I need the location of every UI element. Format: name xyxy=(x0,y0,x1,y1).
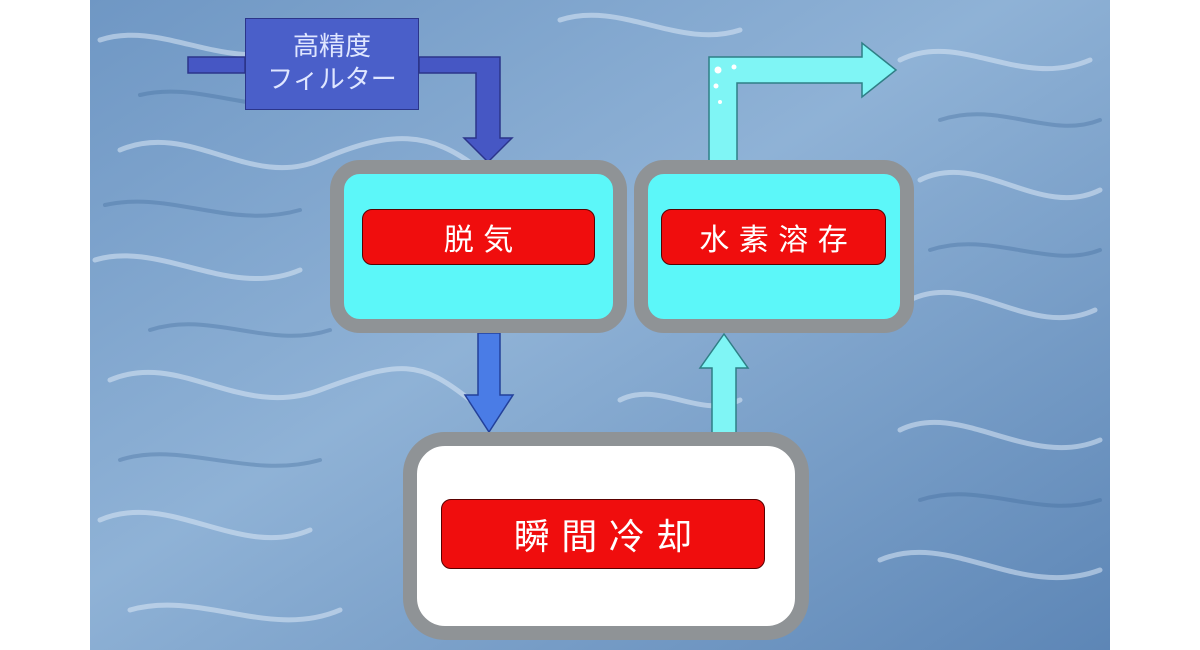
hydrogen-label: 水 素 溶 存 xyxy=(661,209,886,265)
cooling-label: 瞬 間 冷 却 xyxy=(441,499,765,569)
degas-to-cooling-arrow xyxy=(463,332,515,434)
inlet-arrow-segment xyxy=(187,56,246,74)
bubble xyxy=(713,83,719,89)
cooling-to-hydrogen-arrow xyxy=(698,332,750,436)
bubble xyxy=(718,100,722,104)
degas-label: 脱 気 xyxy=(362,209,595,265)
filter-box: 高精度 フィルター xyxy=(245,18,419,110)
bubble xyxy=(714,66,722,74)
outlet-arrow xyxy=(708,41,898,166)
bubble xyxy=(731,64,737,70)
filter-label-line2: フィルター xyxy=(267,65,397,95)
filter-label-line1: 高精度 xyxy=(292,32,371,62)
filter-to-degas-arrow xyxy=(418,56,514,164)
